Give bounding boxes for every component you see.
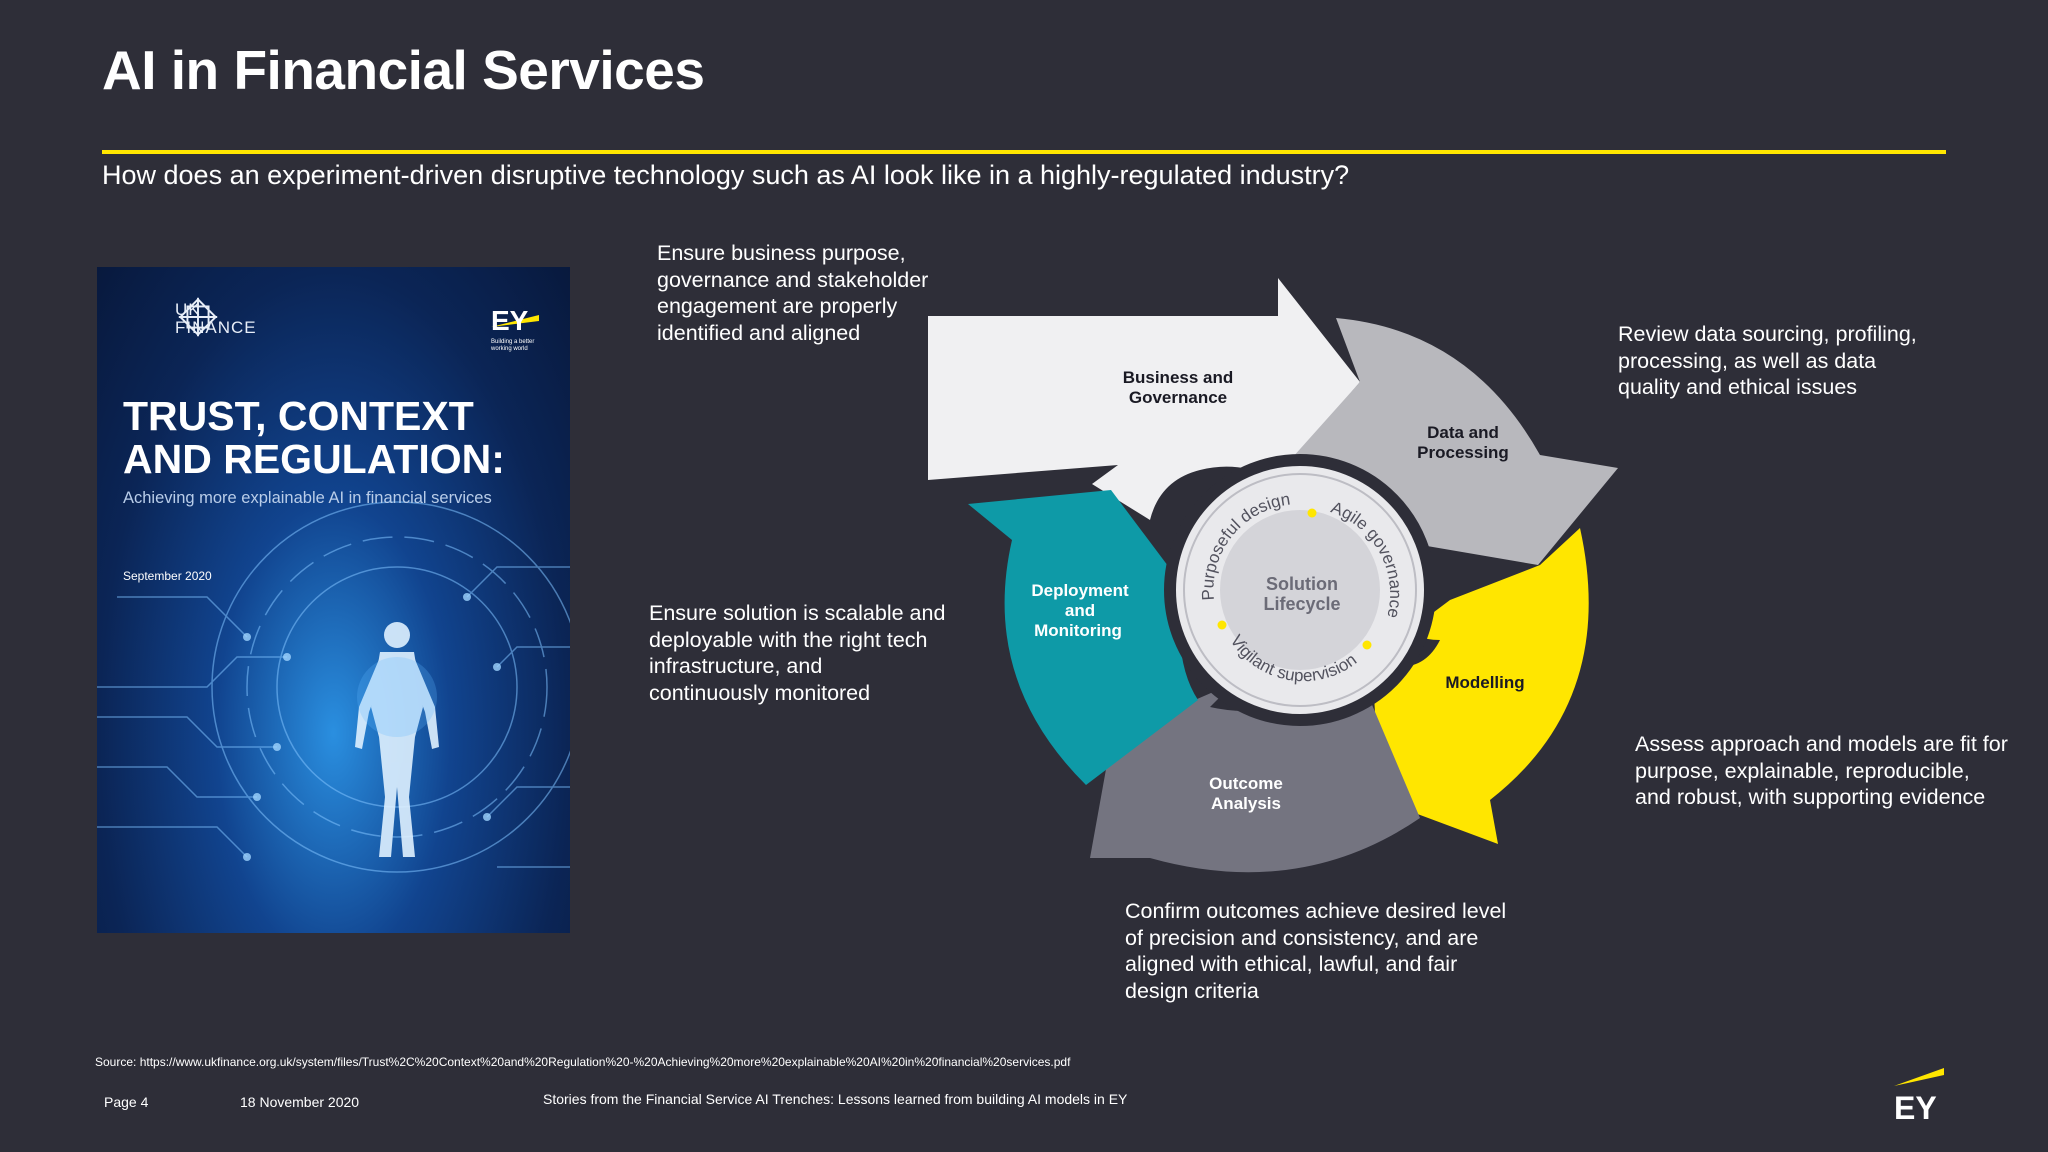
footer-presentation-title: Stories from the Financial Service AI Tr… — [543, 1091, 1128, 1107]
ring-dot — [1362, 640, 1372, 650]
stage-arrow-business-governance — [928, 278, 1360, 520]
ey-beam-icon — [491, 315, 539, 327]
center-label-line1: Solution — [1266, 574, 1338, 594]
stage-label-business-line1: Business and — [1123, 368, 1234, 387]
slide-subtitle: How does an experiment-driven disruptive… — [102, 160, 1350, 190]
description-outcome-analysis: Confirm outcomes achieve desired level o… — [1125, 899, 1507, 1003]
report-cover-image: UK FINANCE EY Building a better working … — [97, 267, 570, 933]
ey-logo: EY — [1894, 1066, 1950, 1126]
stage-arrow-data-processing — [1292, 318, 1618, 565]
ring-dot — [1217, 620, 1227, 630]
ey-beam-icon — [1894, 1068, 1944, 1086]
center-label-line2: Lifecycle — [1263, 594, 1340, 614]
stage-label-deployment-line2: and — [1065, 601, 1095, 620]
stage-label-outcome-line1: Outcome — [1209, 774, 1283, 793]
description-data-processing: Review data sourcing, profiling, process… — [1618, 322, 1917, 399]
cover-title: TRUST, CONTEXT AND REGULATION: — [123, 393, 505, 482]
stage-label-deployment-line3: Monitoring — [1034, 621, 1122, 640]
description-modelling: Assess approach and models are fit for p… — [1635, 732, 2008, 809]
cover-ey-tagline: Building a better working world — [491, 339, 535, 352]
stage-label-data-line2: Processing — [1417, 443, 1509, 462]
stage-label-business-line2: Governance — [1129, 388, 1227, 407]
stage-label-modelling: Modelling — [1445, 673, 1524, 692]
uk-finance-logo-icon — [178, 297, 218, 337]
source-citation: Source: https://www.ukfinance.org.uk/sys… — [95, 1055, 1071, 1069]
cover-subtitle: Achieving more explainable AI in financi… — [123, 489, 492, 507]
stage-label-deployment-line1: Deployment — [1031, 581, 1129, 600]
cover-ey-logo: EY — [491, 305, 529, 336]
page-number: Page 4 — [104, 1094, 149, 1110]
description-business-governance: Ensure business purpose, governance and … — [657, 241, 929, 345]
stage-label-data-line1: Data and — [1427, 423, 1499, 442]
cover-date: September 2020 — [123, 569, 212, 583]
title-underline — [102, 150, 1946, 154]
circuit-figure-illustration — [97, 501, 570, 873]
uk-finance-wordmark: UK FINANCE — [175, 300, 257, 337]
stage-arrow-outcome-analysis — [1090, 680, 1420, 873]
ring-dot — [1307, 508, 1317, 518]
footer-date: 18 November 2020 — [240, 1094, 360, 1110]
description-deployment-monitoring: Ensure solution is scalable and deployab… — [649, 601, 946, 705]
stage-arrow-modelling — [1372, 528, 1589, 844]
lifecycle-core — [1220, 510, 1380, 670]
slide-title: AI in Financial Services — [102, 39, 705, 101]
stage-label-outcome-line2: Analysis — [1211, 794, 1281, 813]
stage-arrow-deployment-monitoring — [968, 490, 1198, 785]
